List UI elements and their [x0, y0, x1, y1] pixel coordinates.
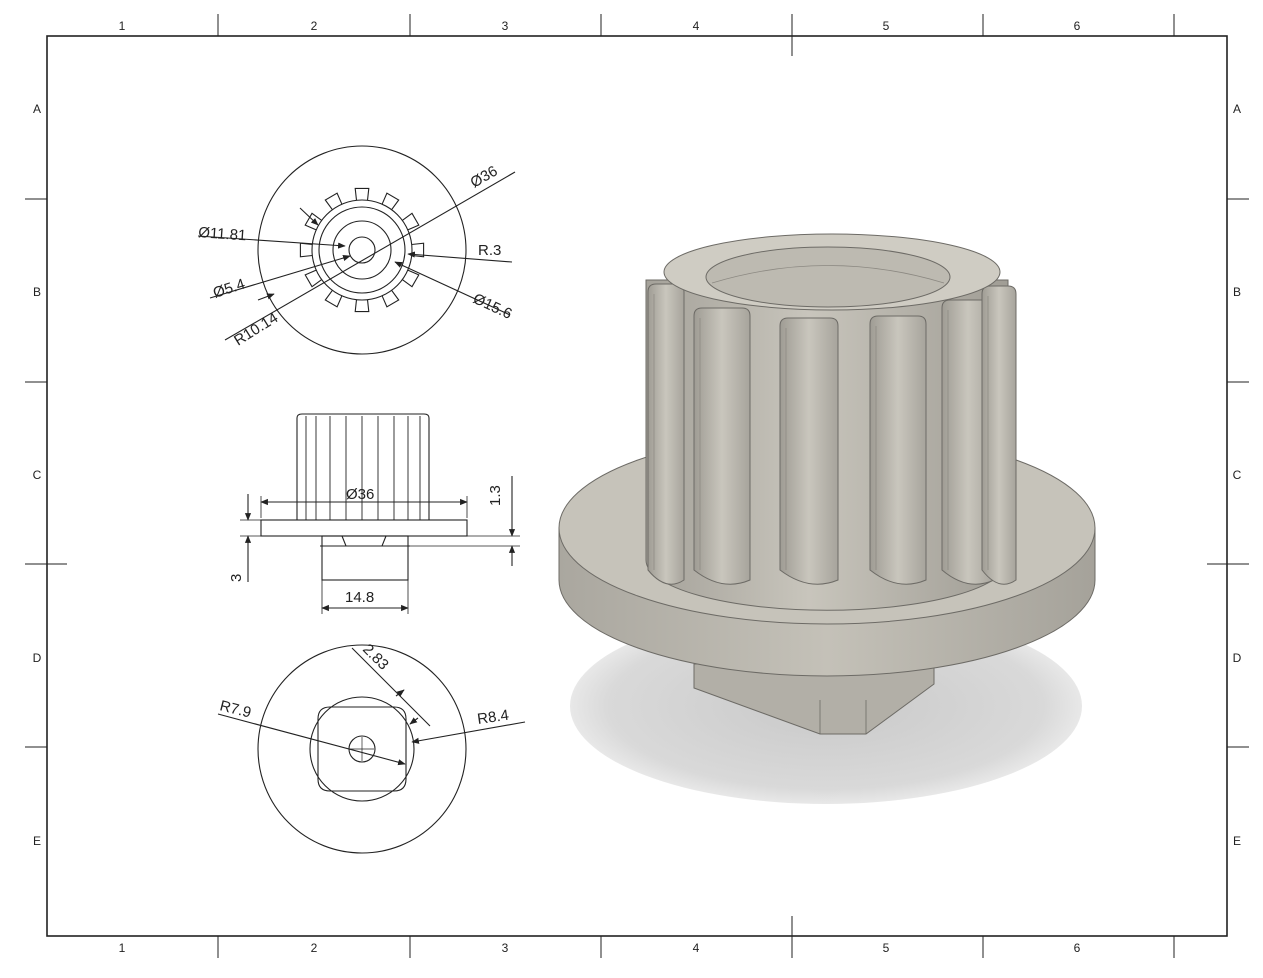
flange-side	[260, 519, 468, 537]
col-label-bottom-2: 2	[311, 941, 318, 955]
gear-tooth-3d	[981, 285, 1017, 585]
col-label-top-1: 1	[119, 19, 126, 33]
model-3d-view	[558, 233, 1096, 804]
dim-2-83: 2.83	[359, 641, 392, 674]
row-label-right-e: E	[1233, 834, 1241, 848]
gear-tooth-3d	[779, 317, 839, 585]
row-label-left-e: E	[33, 834, 41, 848]
dim-d15-6: Ø15.6	[470, 290, 514, 323]
sheet-frame	[25, 14, 1249, 958]
dim-14-8: 14.8	[345, 589, 374, 606]
top-view-dims: Ø36 Ø11.81 R.3 Ø5.4 Ø15.6 R10.14	[198, 163, 515, 350]
col-label-bottom-3: 3	[502, 941, 509, 955]
side-view-dims: Ø36 1.3 3 14.8	[228, 485, 504, 606]
col-label-bottom-1: 1	[119, 941, 126, 955]
outer-flange-circle	[257, 145, 467, 355]
row-label-left-c: C	[33, 468, 42, 482]
row-label-left-b: B	[33, 285, 41, 299]
gear-tooth-3d	[869, 315, 927, 585]
dim-d11-81: Ø11.81	[198, 224, 247, 244]
gear-body-side	[296, 413, 430, 520]
col-label-top-4: 4	[693, 19, 700, 33]
gear-teeth-3d	[647, 283, 1017, 585]
side-view	[240, 413, 520, 614]
col-label-bottom-5: 5	[883, 941, 890, 955]
bore-outer-circle	[318, 206, 406, 294]
col-label-top-3: 3	[502, 19, 509, 33]
flange-bottom-circle	[257, 644, 467, 854]
col-label-top-6: 6	[1074, 19, 1081, 33]
hub-outer-circle	[309, 696, 415, 802]
col-label-top-2: 2	[311, 19, 318, 33]
dim-d36-top: Ø36	[468, 163, 501, 192]
square-drive	[317, 706, 407, 792]
dim-r3: R.3	[478, 242, 501, 259]
col-label-top-5: 5	[883, 19, 890, 33]
dim-1-3: 1.3	[487, 485, 504, 506]
dim-d36-side: Ø36	[346, 486, 374, 503]
dim-r10-14: R10.14	[231, 309, 281, 349]
dim-3: 3	[228, 574, 245, 582]
gear-flutes-side	[305, 416, 421, 520]
dim-r8-4: R8.4	[476, 707, 510, 728]
bottom-view-dims: R7.9 R8.4 2.83	[218, 641, 510, 728]
dim-r7-9: R7.9	[218, 697, 253, 721]
col-label-bottom-4: 4	[693, 941, 700, 955]
row-label-left-d: D	[33, 651, 42, 665]
zone-labels: 1 2 3 4 5 6 1 2 3 4 5 6 A B C D E A B C …	[33, 19, 1242, 955]
row-label-left-a: A	[33, 102, 41, 116]
gear-tooth-3d	[693, 307, 751, 585]
gear-tooth-3d	[647, 283, 685, 585]
gear-outline	[299, 187, 425, 313]
top-view	[197, 145, 516, 355]
row-label-right-c: C	[1233, 468, 1242, 482]
bottom-view	[217, 644, 526, 854]
bore-inner-circle	[332, 220, 392, 280]
row-label-right-d: D	[1233, 651, 1242, 665]
pin-hole-circle	[348, 236, 376, 264]
row-label-right-a: A	[1233, 102, 1241, 116]
gear-root-circle	[311, 199, 413, 301]
gear-teeth-top	[299, 187, 425, 313]
dim-d5-4: Ø5.4	[211, 276, 247, 302]
row-label-right-b: B	[1233, 285, 1241, 299]
bore-opening-3d	[705, 246, 951, 308]
col-label-bottom-6: 6	[1074, 941, 1081, 955]
hub-side	[321, 535, 409, 581]
